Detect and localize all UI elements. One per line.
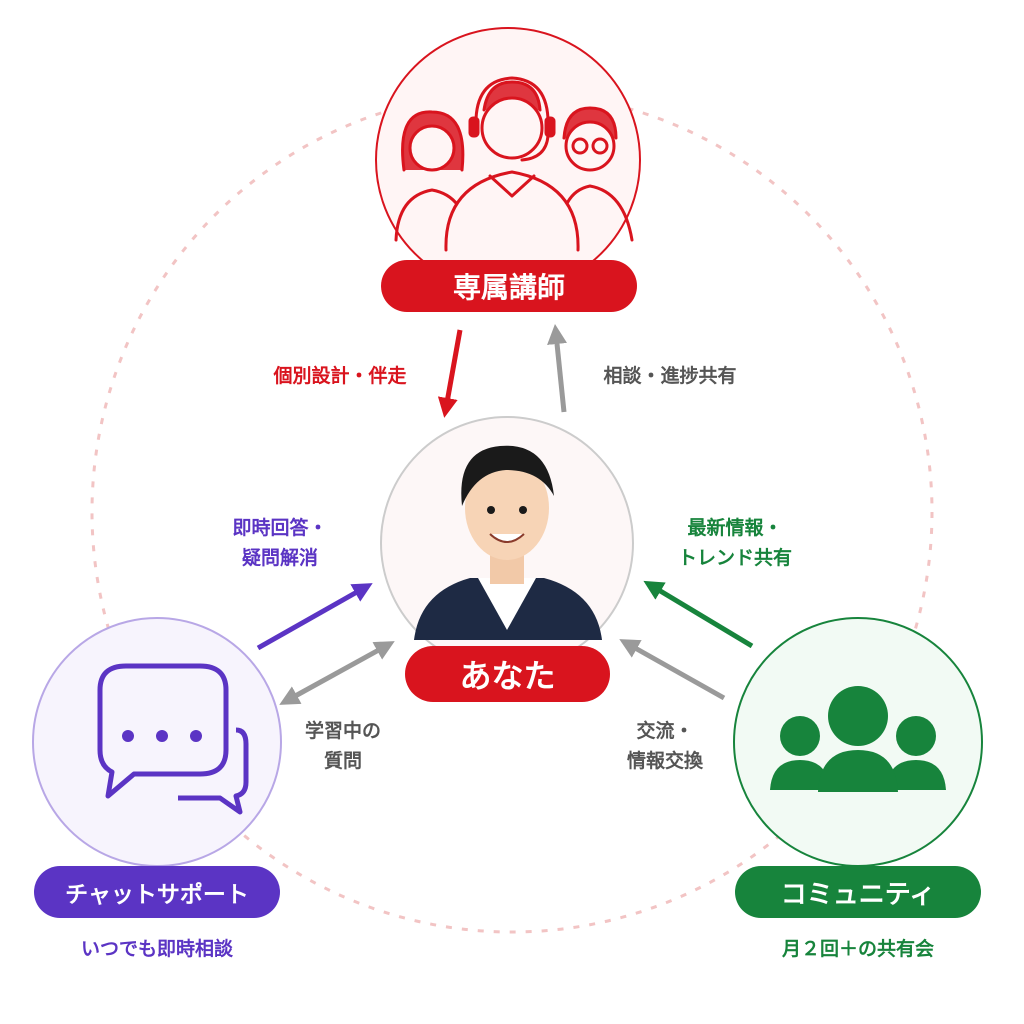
people-group-icon <box>770 686 946 792</box>
arrow-instructor-to-you <box>437 329 463 418</box>
edge-label-you-chat-mutual-line1: 学習中の <box>304 720 381 742</box>
chat-node <box>32 617 282 867</box>
edge-label-you-community-mutual-line1: 交流・ <box>636 720 694 742</box>
edge-label-community-to-you-line1: 最新情報・ <box>687 517 783 539</box>
edge-label-chat-to-you-line2: 疑問解消 <box>241 547 318 569</box>
arrow-community-to-you <box>643 580 754 649</box>
edge-label-you-community-mutual-line2: 情報交換 <box>626 750 703 772</box>
chat-bubbles-icon <box>97 663 249 815</box>
arrow-you-chat-mutual <box>279 641 395 705</box>
instructor-group-icon <box>394 76 634 252</box>
chat-pill: チャットサポート <box>34 866 280 918</box>
edge-label-you-community-mutual: 交流・ 情報交換 <box>590 716 740 776</box>
edge-label-community-to-you-line2: トレンド共有 <box>677 547 792 569</box>
edge-label-you-chat-mutual: 学習中の 質問 <box>268 716 418 776</box>
you-pill: あなた <box>405 646 610 702</box>
community-pill: コミュニティ <box>735 866 981 918</box>
user-avatar-icon <box>414 445 602 640</box>
edge-label-chat-to-you-line1: 即時回答・ <box>232 517 328 539</box>
edge-label-chat-to-you: 即時回答・ 疑問解消 <box>200 513 360 573</box>
instructor-node <box>375 27 641 293</box>
edge-label-you-chat-mutual-line2: 質問 <box>323 750 362 772</box>
edge-label-community-to-you: 最新情報・ トレンド共有 <box>650 513 820 573</box>
community-sublabel: 月２回＋の共有会 <box>781 938 934 960</box>
chat-sublabel: いつでも即時相談 <box>80 938 233 960</box>
arrow-community-to-you-gray <box>619 639 726 701</box>
edge-label-you-to-instructor: 相談・進捗共有 <box>603 365 737 387</box>
community-node <box>733 617 983 867</box>
edge-label-instructor-to-you: 個別設計・伴走 <box>273 365 407 387</box>
arrow-chat-to-you <box>256 583 373 651</box>
instructor-pill: 専属講師 <box>381 260 637 312</box>
arrow-you-to-instructor <box>547 324 567 413</box>
dotted-ring <box>90 90 934 934</box>
you-node <box>380 416 634 670</box>
